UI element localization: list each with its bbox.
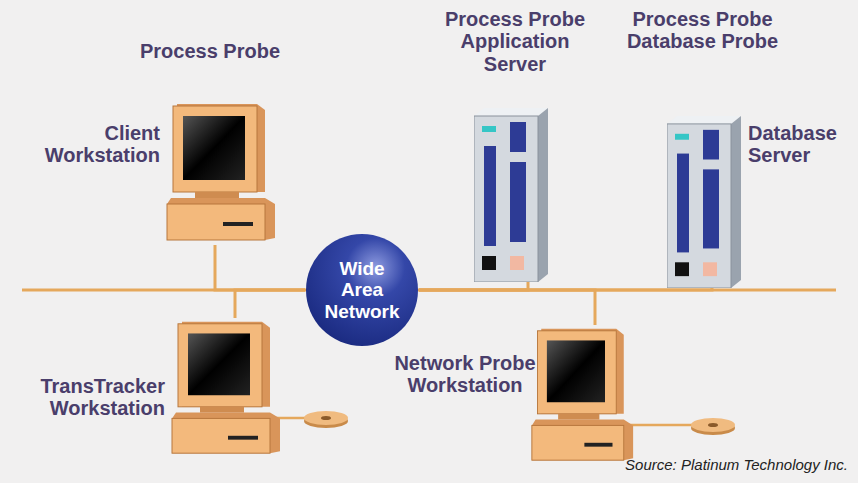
workstation-node: TransTracker Workstation — [170, 318, 282, 458]
disk-icon — [304, 411, 348, 428]
node-label: TransTracker Workstation — [10, 375, 165, 420]
server-node: Process Probe Application Server — [474, 108, 548, 282]
network-circle: Wide Area Network — [305, 233, 419, 347]
node-label: Process Probe Database Probe — [615, 8, 790, 53]
server-node: Process Probe Database ProbeDatabase Ser… — [667, 116, 741, 288]
server-tower-icon — [667, 116, 741, 288]
node-label: Client Workstation — [20, 122, 160, 167]
workstation-icon — [165, 100, 277, 245]
workstation-icon — [530, 325, 635, 465]
source-note: Source: Platinum Technology Inc. — [625, 456, 848, 473]
node-label: Wide Area Network — [305, 258, 405, 322]
workstation-node: Network Probe Workstation — [530, 325, 635, 465]
workstation-icon — [170, 318, 282, 458]
node-label: Database Server — [748, 122, 853, 167]
network-link — [215, 245, 305, 290]
node-label: Process Probe Application Server — [430, 8, 600, 75]
server-tower-icon — [474, 108, 548, 282]
disk-cable — [628, 424, 692, 427]
workstation-node: Process ProbeClient Workstation — [165, 100, 277, 245]
network-link — [419, 290, 595, 325]
disk-icon — [691, 418, 735, 435]
node-label: Process Probe — [130, 40, 290, 62]
node-label: Network Probe Workstation — [390, 352, 540, 397]
network-link — [235, 290, 305, 318]
